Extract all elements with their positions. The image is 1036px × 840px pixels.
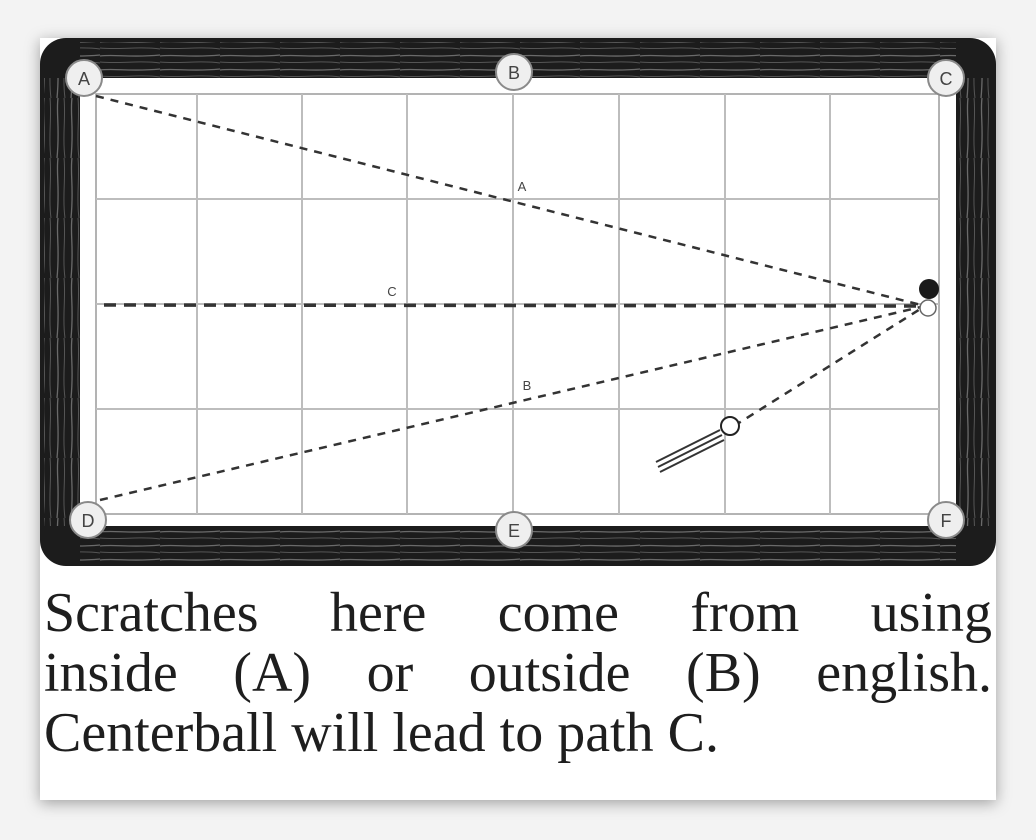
caption-line-1: Scratches here come from using: [44, 582, 992, 644]
cue-stick: [655, 429, 725, 473]
pocket-f: F: [927, 501, 965, 539]
caption-line-3: Centerball will lead to path C.: [44, 702, 719, 764]
path-c: [103, 303, 926, 308]
path-b: [99, 304, 926, 502]
pocket-d-label: D: [82, 511, 95, 531]
pocket-e-label: E: [508, 521, 520, 541]
pocket-b-label: B: [508, 63, 520, 83]
pocket-f-label: F: [941, 511, 952, 531]
pocket-c-label: C: [940, 69, 953, 89]
pocket-a: A: [65, 59, 103, 97]
path-c-label: C: [387, 284, 396, 299]
path-a: [95, 94, 926, 308]
caption-line-2: inside (A) or outside (B) english.: [44, 642, 992, 704]
path-b-label: B: [523, 378, 532, 393]
figure-caption: Scratches here come from using inside (A…: [44, 583, 992, 763]
pocket-e: E: [495, 511, 533, 549]
cue-path: [733, 304, 926, 428]
path-a-label: A: [518, 179, 527, 194]
figure-card: A B C D E F A B C: [40, 38, 996, 800]
pool-table-diagram: A B C D E F A B C: [40, 38, 996, 566]
cue-ball-scratch-position: [919, 299, 937, 317]
cue-ball: [720, 416, 740, 436]
pocket-b: B: [495, 53, 533, 91]
pocket-c: C: [927, 59, 965, 97]
pocket-d: D: [69, 501, 107, 539]
object-ball: [919, 279, 939, 299]
pocket-a-label: A: [78, 69, 90, 89]
